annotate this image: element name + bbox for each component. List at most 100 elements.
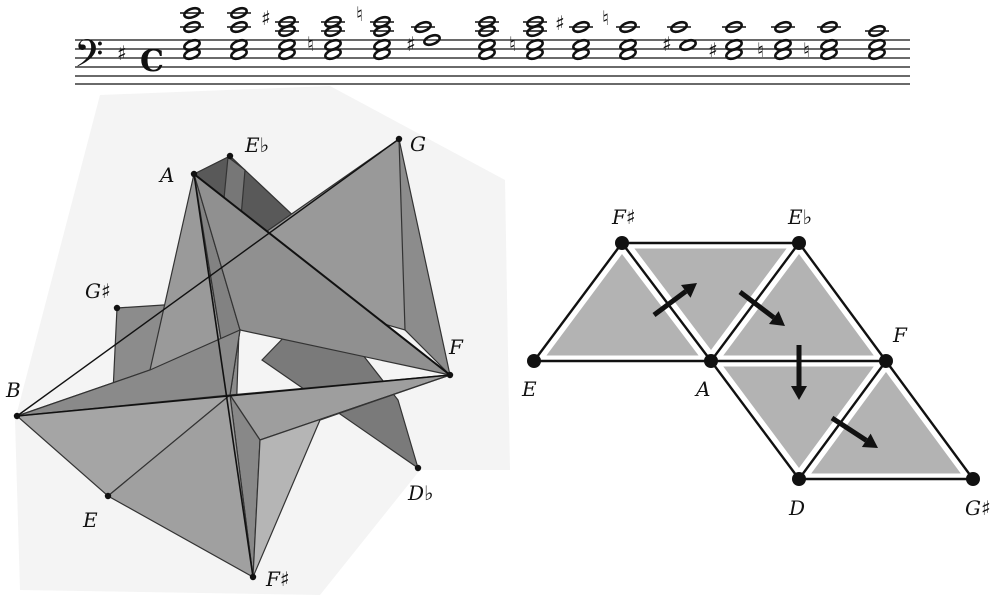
polyhedron-face: [106, 393, 254, 579]
note-head: [670, 20, 688, 34]
note-head: [373, 24, 391, 38]
triangle-vertex: [966, 472, 980, 486]
chord: ♯: [406, 20, 441, 56]
triangle-faces: [546, 248, 961, 474]
chord: ♮: [356, 2, 394, 61]
accidental: ♯: [708, 38, 718, 62]
note-head: [230, 47, 248, 61]
note-head: [230, 20, 248, 34]
path-arrows: [652, 283, 878, 448]
triangle-face: [546, 254, 699, 356]
note-head: [619, 20, 637, 34]
polyhedron-vertex: [395, 135, 403, 143]
triangle-vertex: [879, 354, 893, 368]
vertex-label: D: [788, 496, 805, 520]
note-head: [572, 20, 590, 34]
accidental: ♮: [509, 32, 516, 56]
triangle-face: [811, 372, 961, 474]
vertex-label: E: [521, 377, 537, 401]
accidental: ♮: [757, 38, 764, 62]
triangle-vertices: F♯ E♭ E A F D G♯: [521, 205, 991, 520]
note-head: [423, 33, 441, 47]
path-arrow: [652, 283, 697, 318]
polyhedron-edge: [193, 173, 254, 578]
note-head: [572, 47, 590, 61]
note-head: [820, 47, 838, 61]
vertex-label: A: [158, 163, 174, 187]
path-arrow: [791, 345, 807, 400]
note-head: [324, 24, 342, 38]
accidental: ♮: [356, 2, 363, 26]
vertex-label: E: [82, 508, 98, 532]
triangle-edge: [798, 360, 887, 480]
polyhedron-vertex: [13, 412, 21, 420]
note-head: [478, 24, 496, 38]
note-head: [183, 20, 201, 34]
chord: [227, 6, 251, 61]
vertex-label: A: [694, 377, 710, 401]
note-head: [414, 20, 432, 34]
note-head: [373, 47, 391, 61]
accidental: ♮: [602, 6, 609, 30]
note-head: [868, 47, 886, 61]
note-head: [526, 47, 544, 61]
note-head: [725, 20, 743, 34]
chord: ♮: [602, 6, 640, 61]
vertex-label: F: [892, 323, 908, 347]
note-head: [774, 47, 792, 61]
polyhedron-vertex: [446, 371, 454, 379]
note-head: [478, 47, 496, 61]
note-head: [278, 47, 296, 61]
polyhedron-vertex: [190, 170, 198, 178]
polyhedron-edge: [16, 374, 451, 417]
vertex-label: G♯: [965, 496, 991, 520]
triangle-edge: [533, 242, 623, 362]
polyhedron-vertex: [104, 492, 112, 500]
triangle-vertex: [615, 236, 629, 250]
key-signature-sharp: ♯: [117, 41, 127, 65]
vertex-label: E♭: [787, 205, 812, 229]
note-head: [820, 20, 838, 34]
triangle-face: [634, 248, 787, 350]
accidental: ♯: [406, 32, 416, 56]
note-head: [868, 24, 886, 38]
chord: [865, 24, 889, 61]
note-head: [230, 6, 248, 20]
accidental: ♯: [662, 32, 672, 56]
chord: ♯: [708, 20, 746, 62]
accidental: ♯: [261, 6, 271, 30]
chord: [180, 6, 204, 61]
accidental: ♯: [555, 11, 565, 35]
vertex-label: F♯: [611, 205, 636, 229]
triangle-edge: [885, 360, 974, 480]
chord: ♮: [509, 15, 547, 61]
vertex-label: F♯: [265, 567, 290, 591]
polyhedron-vertex: [113, 304, 121, 312]
vertex-label: G: [410, 132, 426, 156]
chord: ♮: [307, 15, 345, 61]
chord: ♯: [555, 11, 593, 61]
triangle-face: [723, 254, 874, 356]
triangle-vertex: [527, 354, 541, 368]
vertex-label: E♭: [244, 133, 269, 157]
triangle-edge: [798, 242, 887, 362]
path-arrow: [738, 290, 785, 326]
note-head: [619, 47, 637, 61]
polyhedron-vertex: [226, 152, 234, 160]
time-signature: C: [140, 44, 164, 79]
accidental: ♮: [307, 32, 314, 56]
triangle-face: [723, 366, 874, 468]
chord: ♮: [757, 20, 795, 62]
note-head: [774, 20, 792, 34]
vertex-label: B: [5, 378, 21, 402]
note-head: [324, 47, 342, 61]
polyhedron-vertex: [414, 464, 422, 472]
triangle-vertex: [704, 354, 718, 368]
triangle-path-diagram: F♯ E♭ E A F D G♯: [521, 205, 991, 520]
vertex-label: F: [448, 335, 464, 359]
triangle-vertex: [792, 472, 806, 486]
bass-clef: 𝄢: [74, 31, 104, 85]
chord: ♯: [261, 6, 299, 61]
